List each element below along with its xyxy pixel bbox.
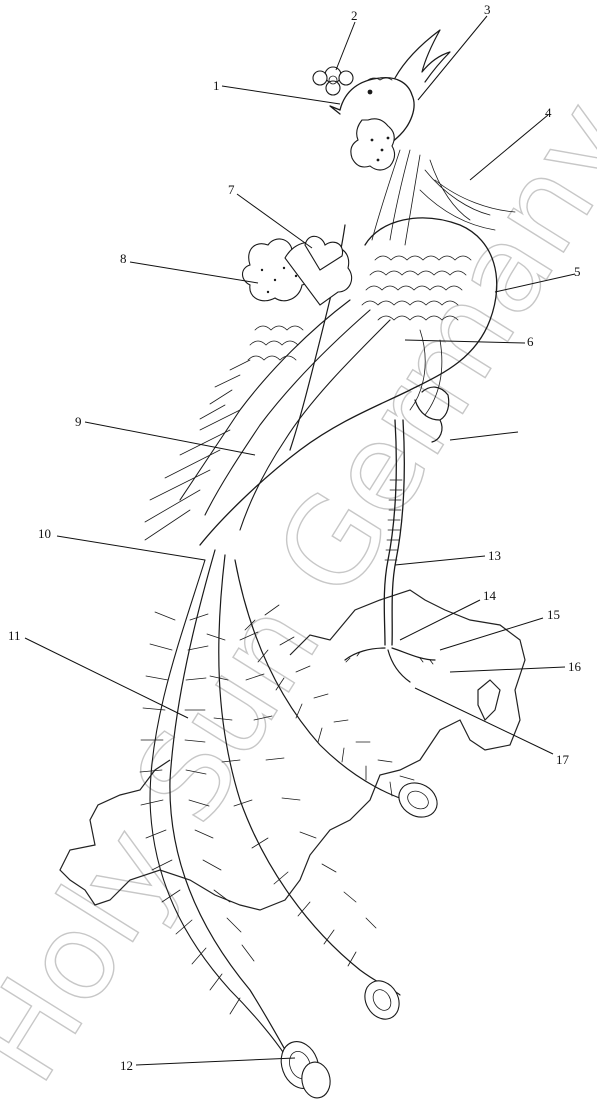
watermark: Holy Sun Germany [0, 78, 597, 1102]
leader-3 [418, 16, 487, 100]
leader-1 [222, 86, 340, 104]
label-11: 11 [8, 628, 21, 643]
label-6: 6 [527, 334, 534, 349]
leader-11 [25, 638, 188, 718]
label-9: 9 [75, 414, 82, 429]
leader-16 [450, 667, 565, 672]
watermark-text: Holy Sun Germany [0, 78, 597, 1102]
label-4: 4 [545, 105, 552, 120]
label-7: 7 [228, 182, 235, 197]
leader-8 [130, 262, 258, 283]
leader-2 [336, 22, 355, 70]
label-5: 5 [574, 264, 581, 279]
leader-13 [395, 556, 485, 565]
label-10: 10 [38, 526, 51, 541]
label-1: 1 [213, 78, 220, 93]
label-12: 12 [120, 1058, 133, 1073]
head [330, 30, 450, 170]
label-14: 14 [483, 588, 497, 603]
leader-17 [415, 688, 553, 754]
label-2: 2 [351, 8, 358, 23]
leader-10 [57, 536, 205, 560]
fan-feathers [243, 236, 352, 305]
leader-15 [440, 618, 543, 650]
label-17: 17 [556, 752, 570, 767]
flower-ornament [313, 67, 353, 95]
leader-9 [85, 422, 255, 455]
label-13: 13 [488, 548, 501, 563]
label-3: 3 [484, 2, 491, 17]
label-16: 16 [568, 659, 582, 674]
leader-12 [136, 1058, 295, 1065]
label-15: 15 [547, 607, 560, 622]
leader-14 [400, 600, 480, 640]
label-8: 8 [120, 251, 127, 266]
